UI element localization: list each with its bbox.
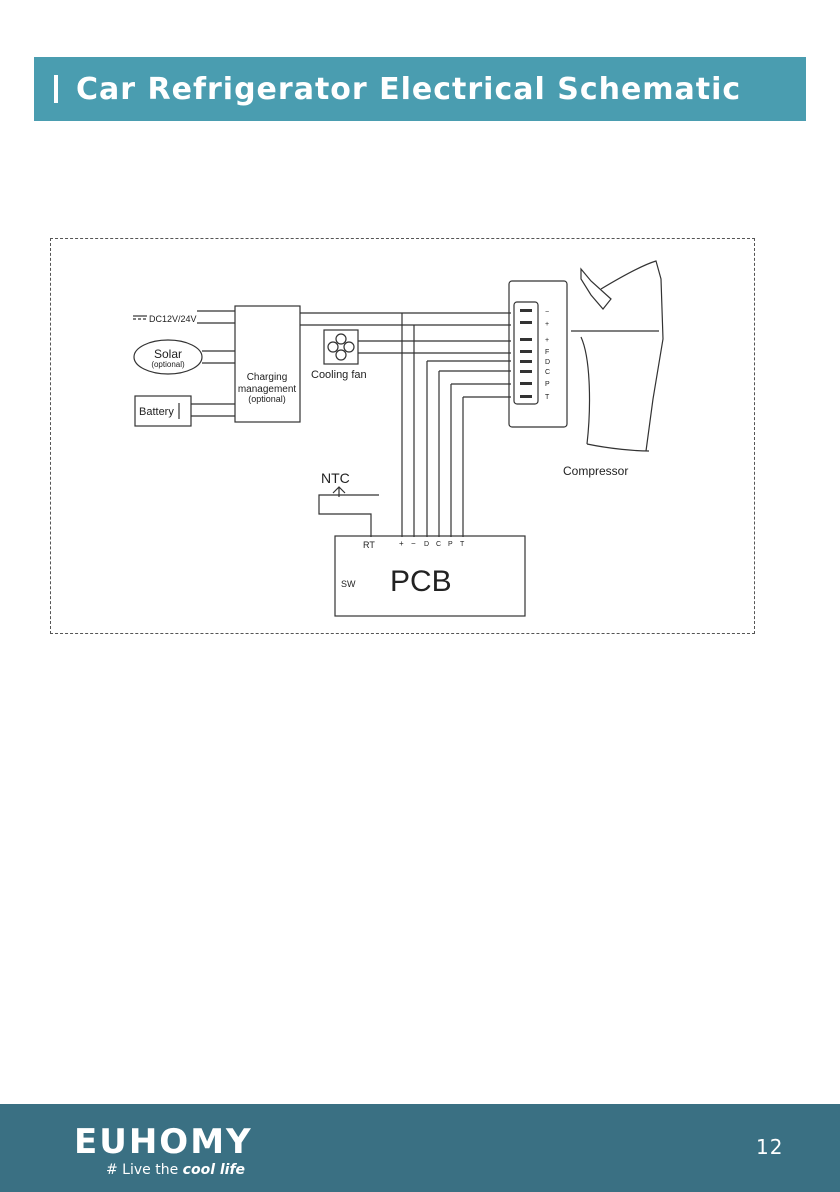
pcb-rt-label: RT [363, 540, 375, 550]
cooling-fan-box [324, 330, 358, 364]
cooling-fan-label: Cooling fan [311, 369, 367, 381]
pcb-pin-label: − [411, 539, 416, 548]
dc-power-label: DC12V/24V [149, 314, 197, 324]
schematic-diagram: DC12V/24V Solar (optional) Battery Charg… [50, 238, 755, 634]
solar-label: Solar [154, 347, 182, 361]
charging-management-box [235, 306, 300, 422]
tagline: # Live the cool life [106, 1162, 245, 1178]
pcb-pin-label: P [448, 541, 453, 548]
terminal-label: T [545, 394, 550, 401]
charging-label-1: Charging [247, 372, 288, 383]
terminal-label: F [545, 349, 549, 356]
pcb-sw-label: SW [341, 579, 356, 589]
tagline-emphasis: cool life [183, 1162, 245, 1178]
pcb-pin-label: + [399, 539, 404, 548]
tagline-prefix: # Live the [106, 1162, 183, 1178]
pcb-pin-label: C [436, 541, 441, 548]
terminal-label: C [545, 369, 550, 376]
terminal-label: D [545, 359, 550, 366]
page-title: Car Refrigerator Electrical Schematic [76, 72, 741, 107]
terminal-label: P [545, 381, 550, 388]
pcb-label: PCB [390, 565, 452, 598]
terminal-label: − [545, 309, 549, 316]
terminal-label: + [545, 321, 549, 328]
pcb-pin-label: T [460, 541, 465, 548]
header-bar: Car Refrigerator Electrical Schematic [34, 57, 806, 121]
charging-label-3: (optional) [248, 394, 286, 404]
page-number: 12 [756, 1135, 783, 1159]
schematic-svg: DC12V/24V Solar (optional) Battery Charg… [51, 239, 756, 635]
pcb-pin-label: D [424, 541, 429, 548]
terminal-label: + [545, 337, 549, 344]
compressor-tube [581, 269, 611, 309]
brand-logo: EUHOMY [74, 1122, 253, 1162]
compressor-label: Compressor [563, 464, 628, 478]
solar-sub-label: (optional) [151, 360, 185, 369]
header-marker [54, 75, 58, 103]
ntc-label: NTC [321, 470, 350, 486]
battery-label: Battery [139, 406, 174, 418]
compressor-body [601, 261, 663, 451]
